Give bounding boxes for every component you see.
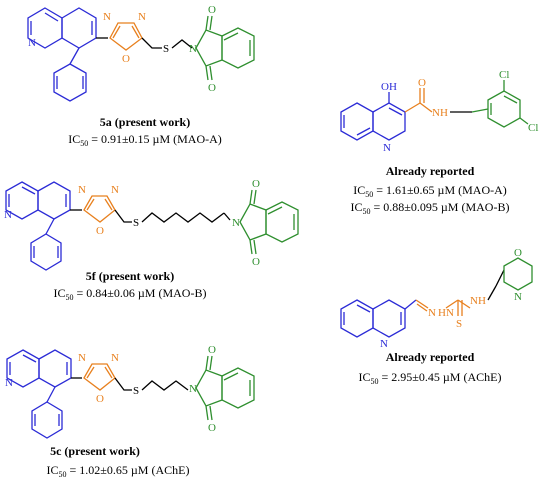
atom-o-5f-bottom: O: [252, 256, 260, 268]
atom-nh-reported-2: NH: [470, 295, 486, 307]
atom-o-5c-top: O: [208, 344, 216, 356]
atom-hn-reported-2: HN: [438, 307, 454, 319]
atom-n-5c-2: N: [111, 352, 119, 364]
atom-cl-1: Cl: [499, 69, 509, 81]
atom-n-5f-1: N: [78, 184, 86, 196]
ic50-5f: IC50 = 0.84±0.06 µM (MAO-B): [54, 286, 207, 302]
atom-n-5a-2: N: [138, 11, 146, 23]
atom-n-5a-imide: N: [189, 43, 197, 55]
atom-nh-reported-1: NH: [432, 107, 448, 119]
ic50-reported-1-line-2: IC50 = 0.88±0.095 µM (MAO-B): [351, 200, 510, 216]
atom-o-reported-1: O: [418, 77, 426, 89]
atom-s-5a: S: [163, 43, 169, 55]
atom-n-reported-2: N: [380, 338, 388, 350]
atom-n-5c-1: N: [78, 352, 86, 364]
structure-reported-2: [340, 257, 533, 338]
atom-o-5a: O: [122, 53, 130, 65]
structure-5c: [6, 349, 255, 439]
ic50-5c: IC50 = 1.02±0.65 µM (AChE): [47, 463, 190, 479]
atom-oh-reported: OH: [381, 81, 397, 93]
atom-o-5c: O: [96, 393, 104, 405]
structure-5f: [5, 181, 299, 271]
structure-5a: [27, 7, 255, 102]
atom-n-5a-1: N: [103, 11, 111, 23]
label-reported-2: Already reported: [386, 350, 475, 364]
label-5a: 5a (present work): [100, 115, 190, 129]
atom-o-5f-top: O: [252, 178, 260, 190]
atom-o-5a-top: O: [208, 4, 216, 16]
label-5f: 5f (present work): [86, 269, 174, 283]
atom-o-5f: O: [96, 225, 104, 237]
atom-n-5c: N: [5, 377, 13, 389]
atom-n-5f: N: [4, 209, 12, 221]
atom-cl-2: Cl: [528, 122, 538, 134]
atom-o-morpholine: O: [514, 247, 522, 259]
atom-o-5a-bottom: O: [208, 82, 216, 94]
atom-n-5f-imide: N: [232, 217, 240, 229]
atom-n-reported-1: N: [383, 142, 391, 154]
atom-o-5c-bottom: O: [208, 422, 216, 434]
atom-n-morpholine: N: [514, 291, 522, 303]
atom-n-5a: N: [28, 37, 36, 49]
ic50-5a: IC50 = 0.91±0.15 µM (MAO-A): [68, 132, 222, 148]
atom-n-5f-2: N: [111, 184, 119, 196]
ic50-reported-2: IC50 = 2.95±0.45 µM (AChE): [359, 370, 502, 386]
structure-reported-1: [340, 80, 529, 141]
label-reported-1: Already reported: [386, 164, 475, 178]
atom-s-5f: S: [133, 217, 139, 229]
ic50-reported-1-line-1: IC50 = 1.61±0.65 µM (MAO-A): [353, 183, 507, 199]
label-5c: 5c (present work): [50, 444, 140, 458]
atom-s-5c: S: [133, 385, 139, 397]
atom-s-reported-2: S: [456, 318, 462, 330]
atom-n-reported-2-imine: N: [428, 307, 436, 319]
atom-n-5c-imide: N: [189, 383, 197, 395]
